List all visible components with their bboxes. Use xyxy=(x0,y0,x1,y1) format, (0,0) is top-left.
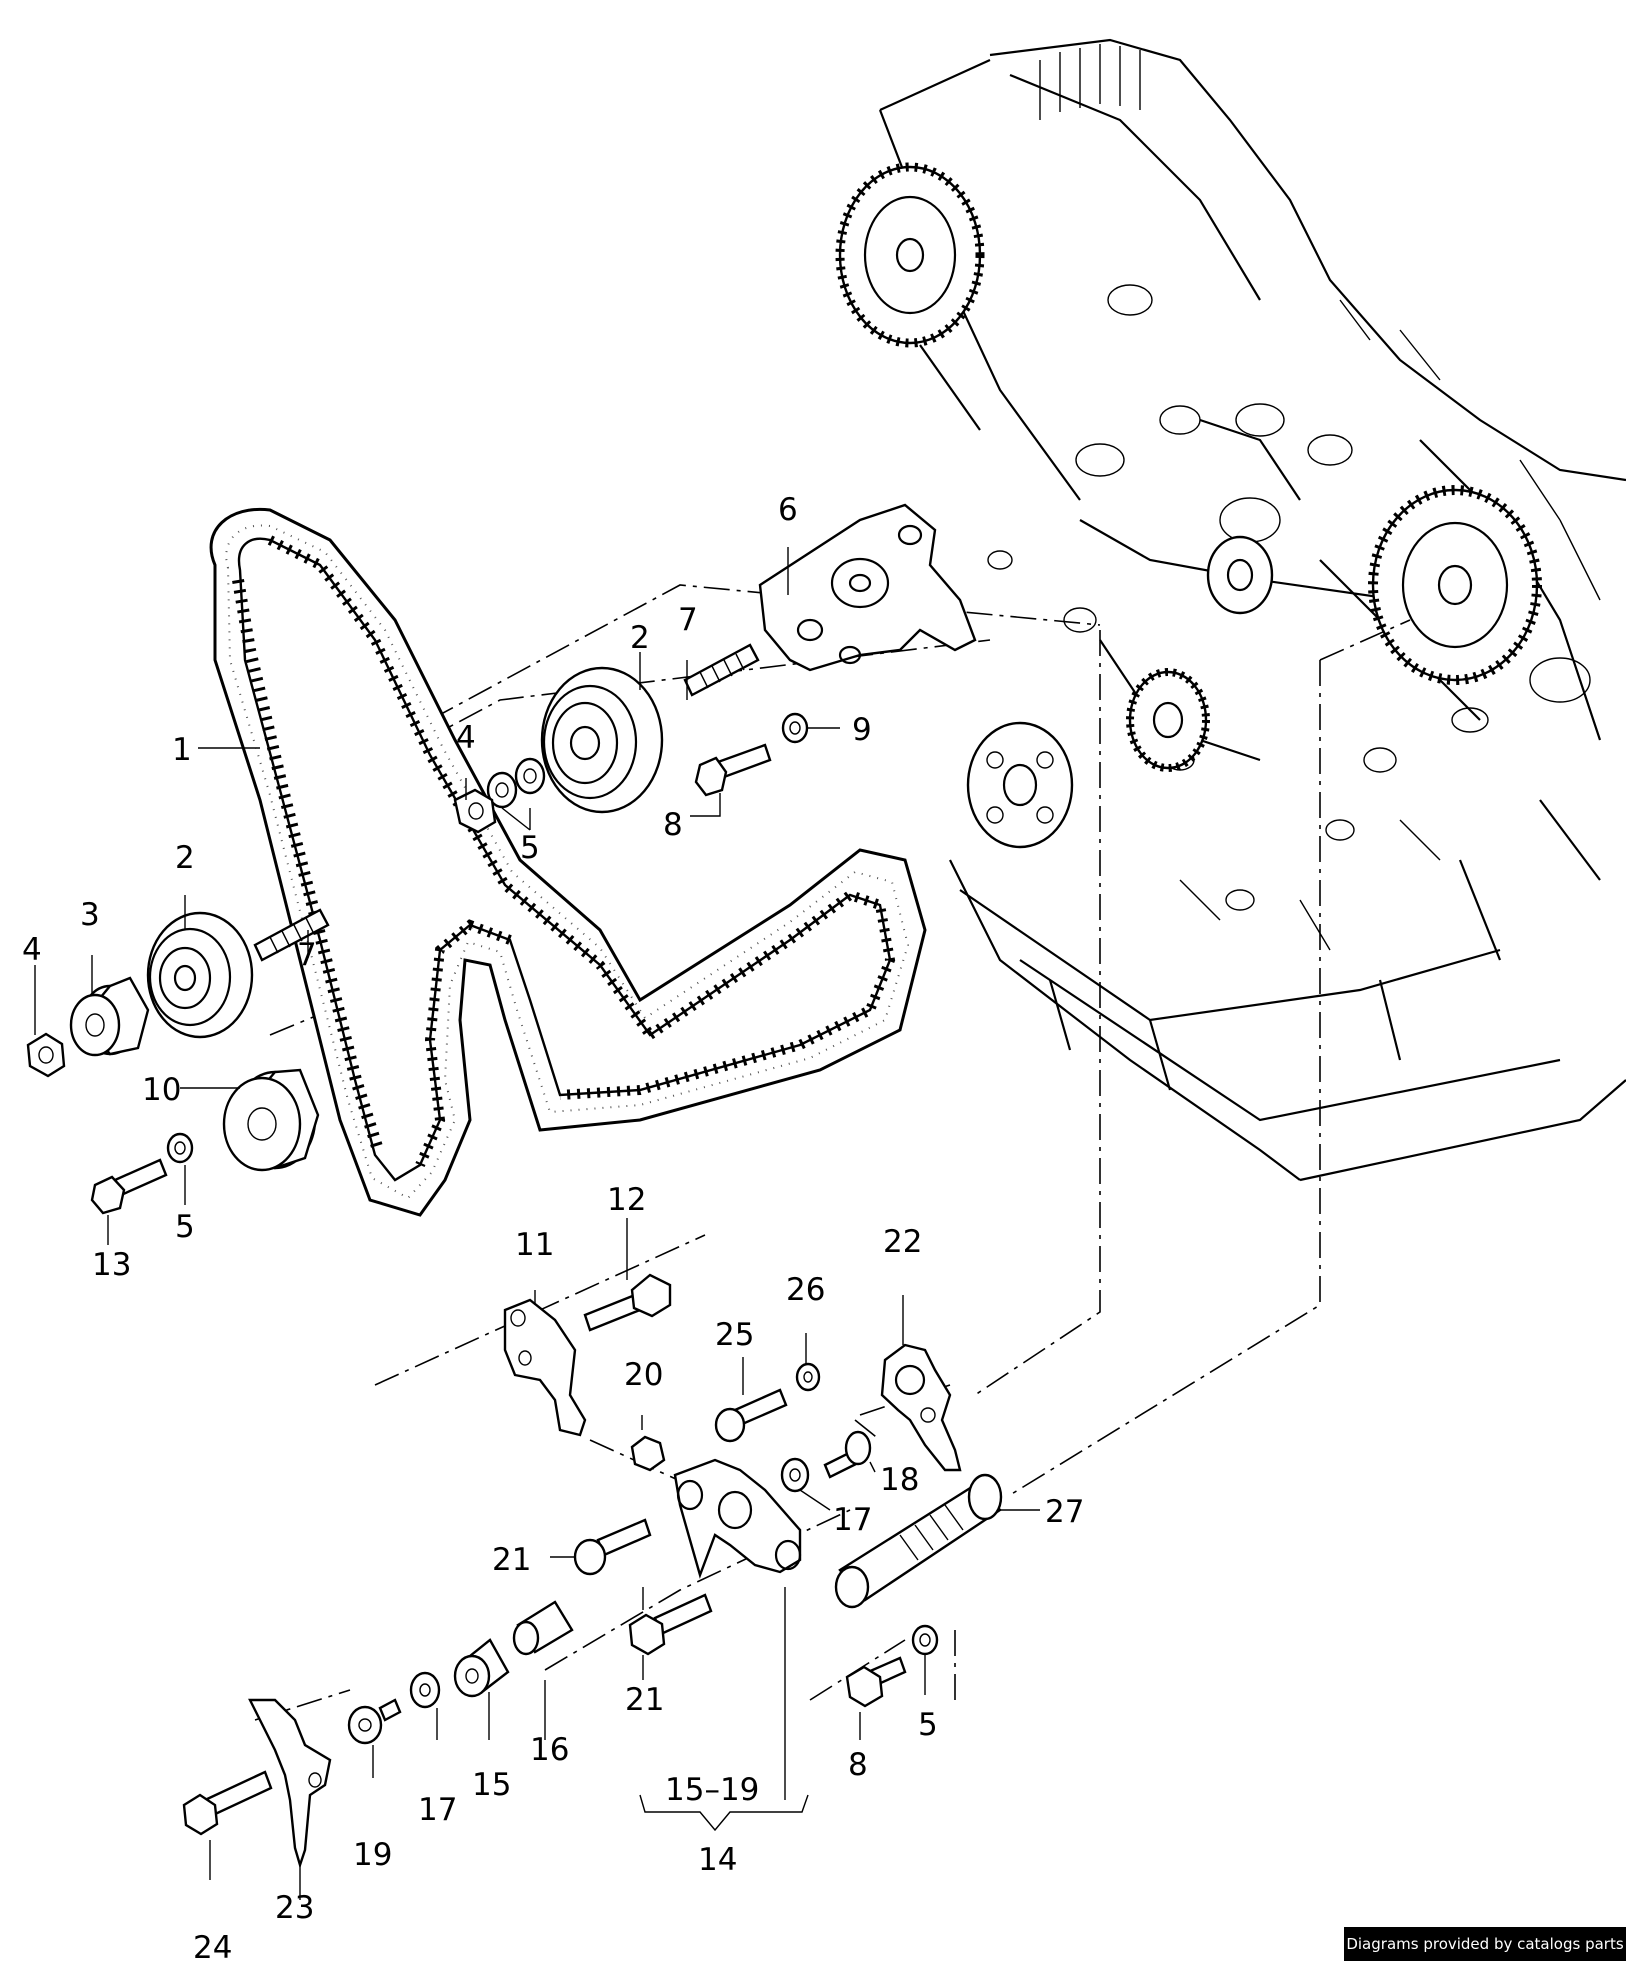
part-17-washer-lower xyxy=(409,1671,441,1709)
callout-19: 19 xyxy=(353,1837,392,1873)
callout-11: 11 xyxy=(515,1227,554,1263)
part-5-washers-upper xyxy=(486,757,546,809)
callout-4-left: 4 xyxy=(22,932,42,968)
callout-22: 22 xyxy=(883,1224,922,1260)
part-21-bolt-lower xyxy=(628,1593,713,1656)
part-9-washer xyxy=(781,712,809,744)
part-22-tensioner-lever xyxy=(880,1343,962,1472)
part-13-bolt xyxy=(90,1158,168,1215)
callout-25: 25 xyxy=(715,1317,754,1353)
callout-3: 3 xyxy=(80,897,100,933)
crankshaft-sprocket xyxy=(1126,668,1210,772)
right-camshaft-sprocket xyxy=(1368,485,1542,685)
part-3-bushing xyxy=(69,976,150,1057)
part-18-stud xyxy=(823,1430,872,1479)
part-7-stud-upper xyxy=(683,643,760,697)
callout-8-upper: 8 xyxy=(663,807,683,843)
timing-belt xyxy=(209,507,927,1217)
callout-27: 27 xyxy=(1045,1494,1084,1530)
part-4-nut-upper xyxy=(453,788,497,834)
callout-8-lower: 8 xyxy=(848,1747,868,1783)
callout-leaders xyxy=(34,547,1040,1900)
callout-26: 26 xyxy=(786,1272,825,1308)
engine-block xyxy=(835,38,1626,1182)
part-6-tensioner-bracket xyxy=(758,503,977,672)
callout-14: 14 xyxy=(698,1842,737,1878)
credit-watermark: Diagrams provided by catalogs parts xyxy=(1344,1927,1626,1961)
callout-23: 23 xyxy=(275,1890,314,1926)
callout-1: 1 xyxy=(172,732,192,768)
part-19-pin xyxy=(347,1698,402,1745)
callout-15: 15 xyxy=(472,1767,511,1803)
part-11-bracket xyxy=(503,1298,587,1437)
callout-4-upper: 4 xyxy=(456,720,476,756)
callout-17-lower: 17 xyxy=(418,1792,457,1828)
part-26-washer xyxy=(795,1362,821,1392)
callout-5-right: 5 xyxy=(918,1707,938,1743)
part-17-washer-right xyxy=(780,1457,810,1493)
part-24-bolt xyxy=(182,1770,273,1836)
callout-18: 18 xyxy=(880,1462,919,1498)
part-21-bolt-upper xyxy=(573,1518,652,1576)
part-16-spacer xyxy=(512,1600,574,1656)
callout-7-left: 7 xyxy=(297,937,317,973)
part-15-bushing xyxy=(453,1638,510,1698)
callout-17-right: 17 xyxy=(833,1502,872,1538)
callout-13: 13 xyxy=(92,1247,131,1283)
callout-2-left: 2 xyxy=(175,840,195,876)
callout-numbers: 1 2 7 6 4 5 8 9 2 3 4 7 10 5 13 11 12 20… xyxy=(22,492,1084,1961)
part-4-nut-left xyxy=(26,1032,66,1078)
part-10-guide-roller xyxy=(222,1068,320,1172)
callout-21-upper: 21 xyxy=(492,1542,531,1578)
callout-15-19: 15–19 xyxy=(665,1772,759,1808)
callout-10: 10 xyxy=(142,1072,181,1108)
callout-9: 9 xyxy=(852,712,872,748)
part-25-bolt xyxy=(714,1388,788,1443)
callout-5-left: 5 xyxy=(175,1209,195,1245)
callout-2-upper: 2 xyxy=(630,620,650,656)
callout-20: 20 xyxy=(624,1357,663,1393)
part-8-bolt-upper xyxy=(694,743,772,797)
part-7-stud-left xyxy=(253,908,330,962)
callout-24: 24 xyxy=(193,1930,232,1961)
callout-21-lower: 21 xyxy=(625,1682,664,1718)
part-20-nut xyxy=(630,1435,666,1472)
callout-12: 12 xyxy=(607,1182,646,1218)
part-2-idler-pulley-upper xyxy=(540,666,664,814)
part-2-idler-pulley-left xyxy=(146,911,254,1039)
part-23-plate xyxy=(248,1698,332,1870)
part-8-bolt-lower xyxy=(845,1656,907,1708)
callout-6: 6 xyxy=(778,492,798,528)
part-27-damper xyxy=(834,1473,1003,1609)
upper-camshaft-sprocket xyxy=(835,162,985,431)
callout-16: 16 xyxy=(530,1732,569,1768)
part-tensioner-body xyxy=(673,1458,802,1579)
part-5-washer-right xyxy=(911,1624,939,1656)
part-12-bolt xyxy=(583,1273,672,1332)
part-5-washer-left xyxy=(166,1132,194,1164)
idler-on-block xyxy=(1206,535,1274,615)
callout-7-upper: 7 xyxy=(678,602,698,638)
callout-5-upper: 5 xyxy=(520,830,540,866)
water-pump-pulley xyxy=(966,721,1074,849)
